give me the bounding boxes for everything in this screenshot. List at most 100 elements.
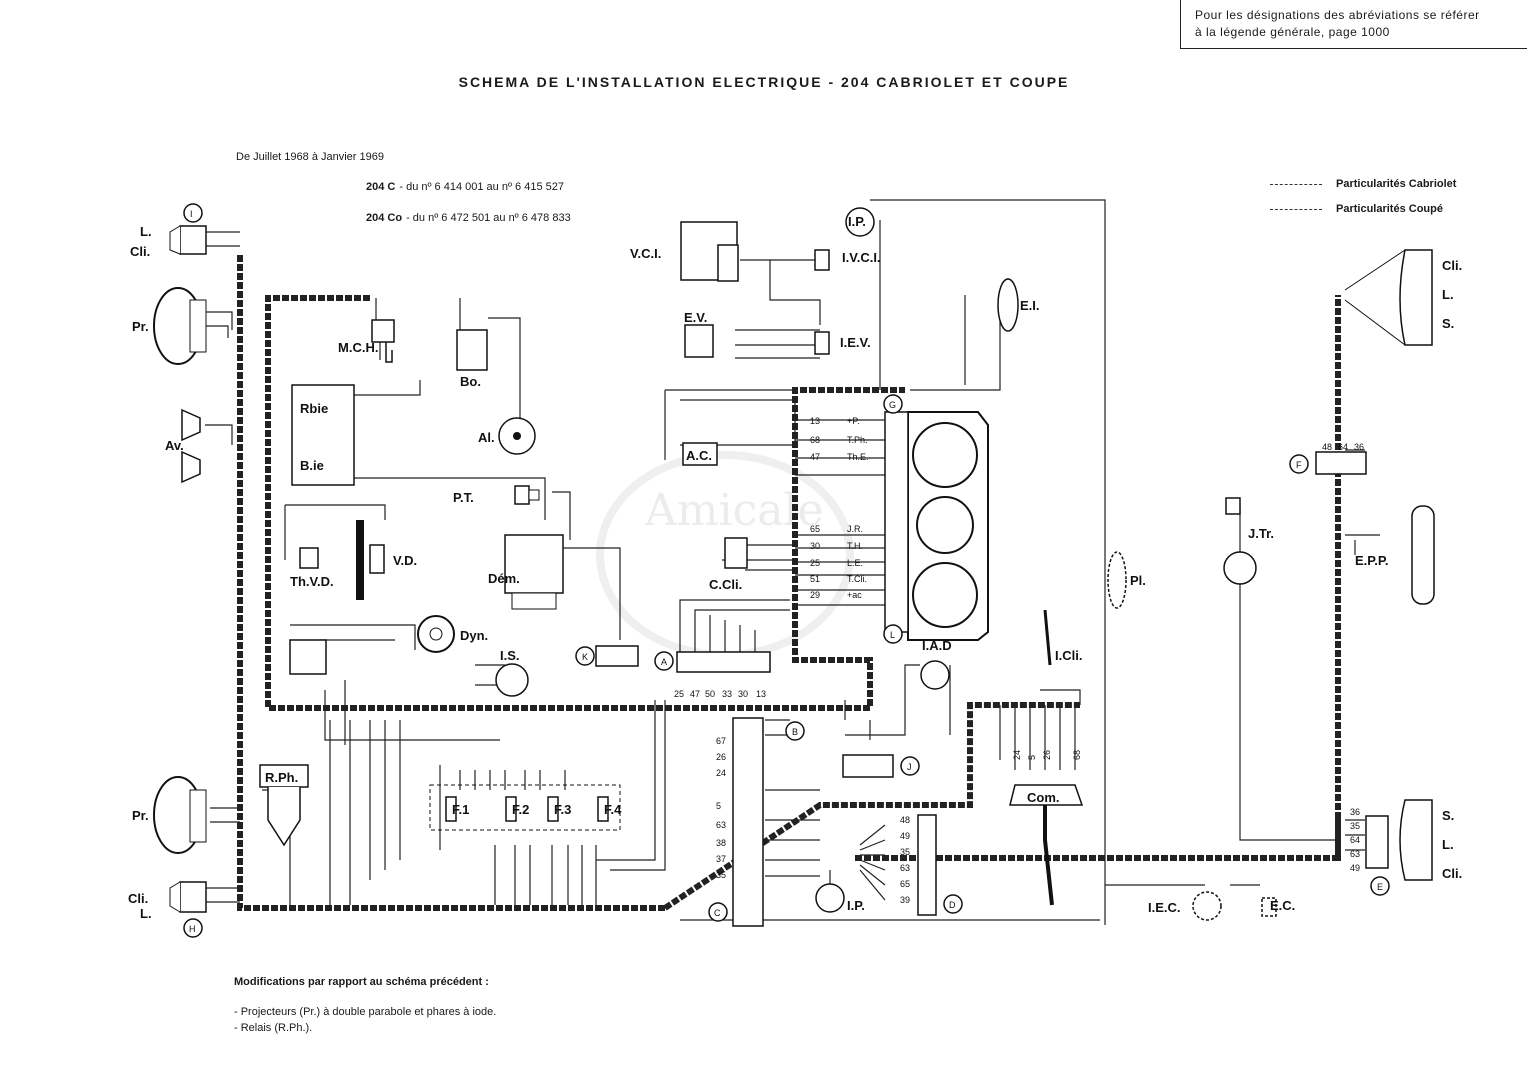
thermo-switch-body <box>299 547 319 569</box>
legend-dashdot-coupe <box>1270 208 1322 210</box>
connector-e-wire: 49 <box>1350 863 1360 873</box>
instrument-wire-47: 47 <box>810 452 820 462</box>
wire-22 <box>340 380 421 396</box>
fuel-sender-float <box>1223 551 1257 585</box>
starter-pinion <box>511 592 557 610</box>
ignition-switch: I.S. <box>495 648 529 697</box>
rear-lamp-wires <box>1344 249 1406 346</box>
lighting-switch: Com. 24 5 26 68 <box>1009 750 1084 906</box>
connector-a-wire: 30 <box>738 689 748 699</box>
wire-bo <box>459 298 521 420</box>
connector-letter: F <box>1296 460 1302 470</box>
connector-marker-i <box>183 203 203 223</box>
boot-lamp-body <box>1261 897 1277 917</box>
instrument-label-the: Th.E. <box>847 452 869 462</box>
cold-start-switch: M.C.H. <box>338 319 395 363</box>
connector-letter: A <box>661 657 667 667</box>
headlamp-socket <box>189 789 207 843</box>
wire-47-pt <box>552 491 571 540</box>
wire-connector-e <box>1345 819 1365 851</box>
instrument-label-tph: T.Ph. <box>847 435 868 445</box>
connector-c-block: 67 26 24 5 63 38 37 35 <box>716 717 764 927</box>
interior-lamp: E.I. <box>997 278 1040 332</box>
wiper-motor: V.C.I. <box>630 221 739 282</box>
relay-label: R.Ph. <box>265 770 298 785</box>
coil-label: Bo. <box>460 374 481 389</box>
range-model: 204 C <box>366 181 396 193</box>
boot-switch-body <box>1192 891 1222 921</box>
connector-a-block: 25 47 50 33 30 13 <box>674 651 771 699</box>
connector-marker-g <box>883 394 903 414</box>
connector-letter: G <box>889 400 896 410</box>
wiper-motor-body <box>717 244 739 282</box>
fuse-3-label: F.3 <box>554 802 571 817</box>
connector-e-body <box>1365 815 1389 869</box>
fuse-4-label: F.4 <box>604 802 622 817</box>
reference-note-line-1: Pour les désignations des abréviations s… <box>1195 8 1480 22</box>
wire-dyn <box>290 624 416 650</box>
connector-letter: K <box>582 652 588 662</box>
door-switch-body <box>845 207 875 237</box>
headlamp-relay: R.Ph. <box>259 764 309 847</box>
connector-d-wire: 35 <box>900 847 910 857</box>
hazard-switch-label: I.A.D <box>922 638 952 653</box>
lighting-switch-body <box>1009 784 1084 806</box>
instrument-label-plus-p: +P. <box>847 416 860 426</box>
starter-body <box>504 534 564 594</box>
wire-ip-top <box>870 199 1106 560</box>
range-204co: 204 Co- du nº 6 472 501 au nº 6 478 833 <box>366 212 571 224</box>
ignition-switch-label: I.S. <box>500 648 520 663</box>
flasher-unit-label: C.Cli. <box>709 577 742 592</box>
interior-lamp-label: E.I. <box>1020 298 1040 313</box>
wire-connector-d-fan <box>859 824 886 901</box>
dynamo-label: Dyn. <box>460 628 488 643</box>
ceiling-lamp-label: Pl. <box>1130 573 1146 588</box>
headlamp-socket <box>189 299 207 353</box>
wire-ja-ra <box>210 807 240 823</box>
legend-dash-cabriolet <box>1270 183 1322 185</box>
connector-letter: B <box>792 727 798 737</box>
boot-switch-label: I.E.C. <box>1148 900 1181 915</box>
wire-instr-lower <box>795 534 885 606</box>
connector-c-wire: 35 <box>716 870 726 880</box>
connector-d-wire: 63 <box>900 863 910 873</box>
modifications-heading: Modifications par rapport au schéma préc… <box>234 976 489 988</box>
modifications-block: Modifications par rapport au schéma préc… <box>234 974 496 1036</box>
fuel-sender-label: J.Tr. <box>1248 526 1274 541</box>
com-wire: 5 <box>1027 755 1037 760</box>
connector-f-wire: 48 <box>1322 442 1332 452</box>
connector-letter: L <box>890 630 895 640</box>
speedometer <box>912 562 978 628</box>
fan-motor <box>369 544 385 574</box>
lamp-body <box>179 881 207 913</box>
door-switch-bottom: I.P. <box>815 883 865 913</box>
washer-pump: E.V. <box>684 310 714 358</box>
washer-pump-label: E.V. <box>684 310 707 325</box>
connector-e-wire: 64 <box>1350 835 1360 845</box>
instrument-label-tcli: T.Cli. <box>847 574 867 584</box>
coil-body <box>456 329 488 371</box>
lamp-body <box>179 225 207 255</box>
instrument-label-le: L.E. <box>847 558 863 568</box>
connector-c-wire: 24 <box>716 768 726 778</box>
connector-marker-e <box>1370 876 1390 896</box>
wire-jtr <box>1239 510 1338 841</box>
connector-a-wire: 47 <box>690 689 700 699</box>
connector-c-wire: 5 <box>716 801 721 811</box>
rear-lamp-label-s: S. <box>1442 808 1454 823</box>
lamp-lens <box>169 881 181 913</box>
wiper-switch-label: I.V.C.I. <box>842 250 881 265</box>
wire-instr-upper <box>795 419 885 476</box>
connector-d-wire: 49 <box>900 831 910 841</box>
connector-marker-a <box>654 651 674 671</box>
horn-top <box>181 408 201 442</box>
wire-37-55 <box>205 887 240 903</box>
range-text: - du nº 6 414 001 au nº 6 415 527 <box>399 181 564 193</box>
reference-note: Pour les désignations des abréviations s… <box>1180 0 1527 49</box>
lamp-label-cli: Cli. <box>128 891 148 906</box>
battery: Rbie B.ie <box>291 384 355 486</box>
connector-letter: H <box>189 924 196 934</box>
washer-switch: I.E.V. <box>814 331 871 355</box>
hazard-switch-body <box>920 660 950 690</box>
